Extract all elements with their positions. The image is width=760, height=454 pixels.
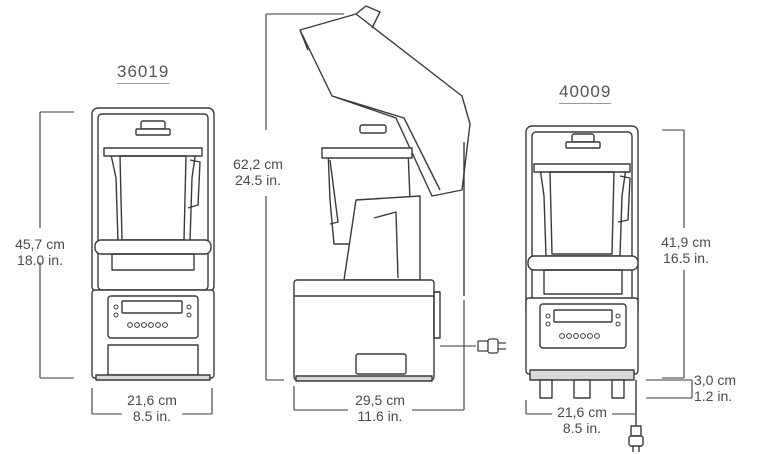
right-height-metric: 41,9 cm (661, 234, 711, 250)
right-width-label: 21,6 cm 8.5 in. (552, 404, 612, 436)
left-width-label: 21,6 cm 8.5 in. (122, 392, 182, 424)
power-plug-icon (477, 338, 506, 354)
center-height-dimension (265, 13, 344, 381)
right-width-imperial: 8.5 in. (562, 420, 602, 436)
left-width-imperial: 8.5 in. (132, 408, 172, 424)
right-height-label: 41,9 cm 16.5 in. (654, 234, 718, 266)
left-height-metric: 45,7 cm (15, 236, 65, 252)
center-height-imperial: 24.5 in. (235, 172, 281, 188)
center-height-label: 62,2 cm 24.5 in. (226, 156, 290, 188)
left-height-dimension (39, 111, 74, 379)
left-width-metric: 21,6 cm (127, 392, 177, 408)
left-height-label: 45,7 cm 18.0 in. (10, 236, 70, 268)
center-depth-imperial: 11.6 in. (357, 408, 403, 424)
right-feet-dimension (646, 379, 693, 399)
right-width-metric: 21,6 cm (557, 404, 607, 420)
model-number-36019: 36019 (117, 62, 170, 81)
right-feet-metric: 3,0 cm (694, 372, 737, 388)
left-blender-front-icon (91, 107, 215, 381)
left-height-imperial: 18.0 in. (17, 252, 63, 268)
center-depth-metric: 29,5 cm (355, 392, 405, 408)
center-depth-label: 29,5 cm 11.6 in. (348, 392, 412, 424)
right-blender-front-icon (525, 125, 644, 452)
right-height-imperial: 16.5 in. (663, 250, 709, 266)
right-feet-label: 3,0 cm 1.2 in. (694, 372, 754, 404)
center-blender-side-open-icon (293, 5, 476, 382)
right-feet-imperial: 1.2 in. (694, 388, 733, 404)
right-height-dimension (662, 129, 685, 379)
model-number-40009: 40009 (559, 82, 612, 101)
center-height-metric: 62,2 cm (233, 156, 283, 172)
